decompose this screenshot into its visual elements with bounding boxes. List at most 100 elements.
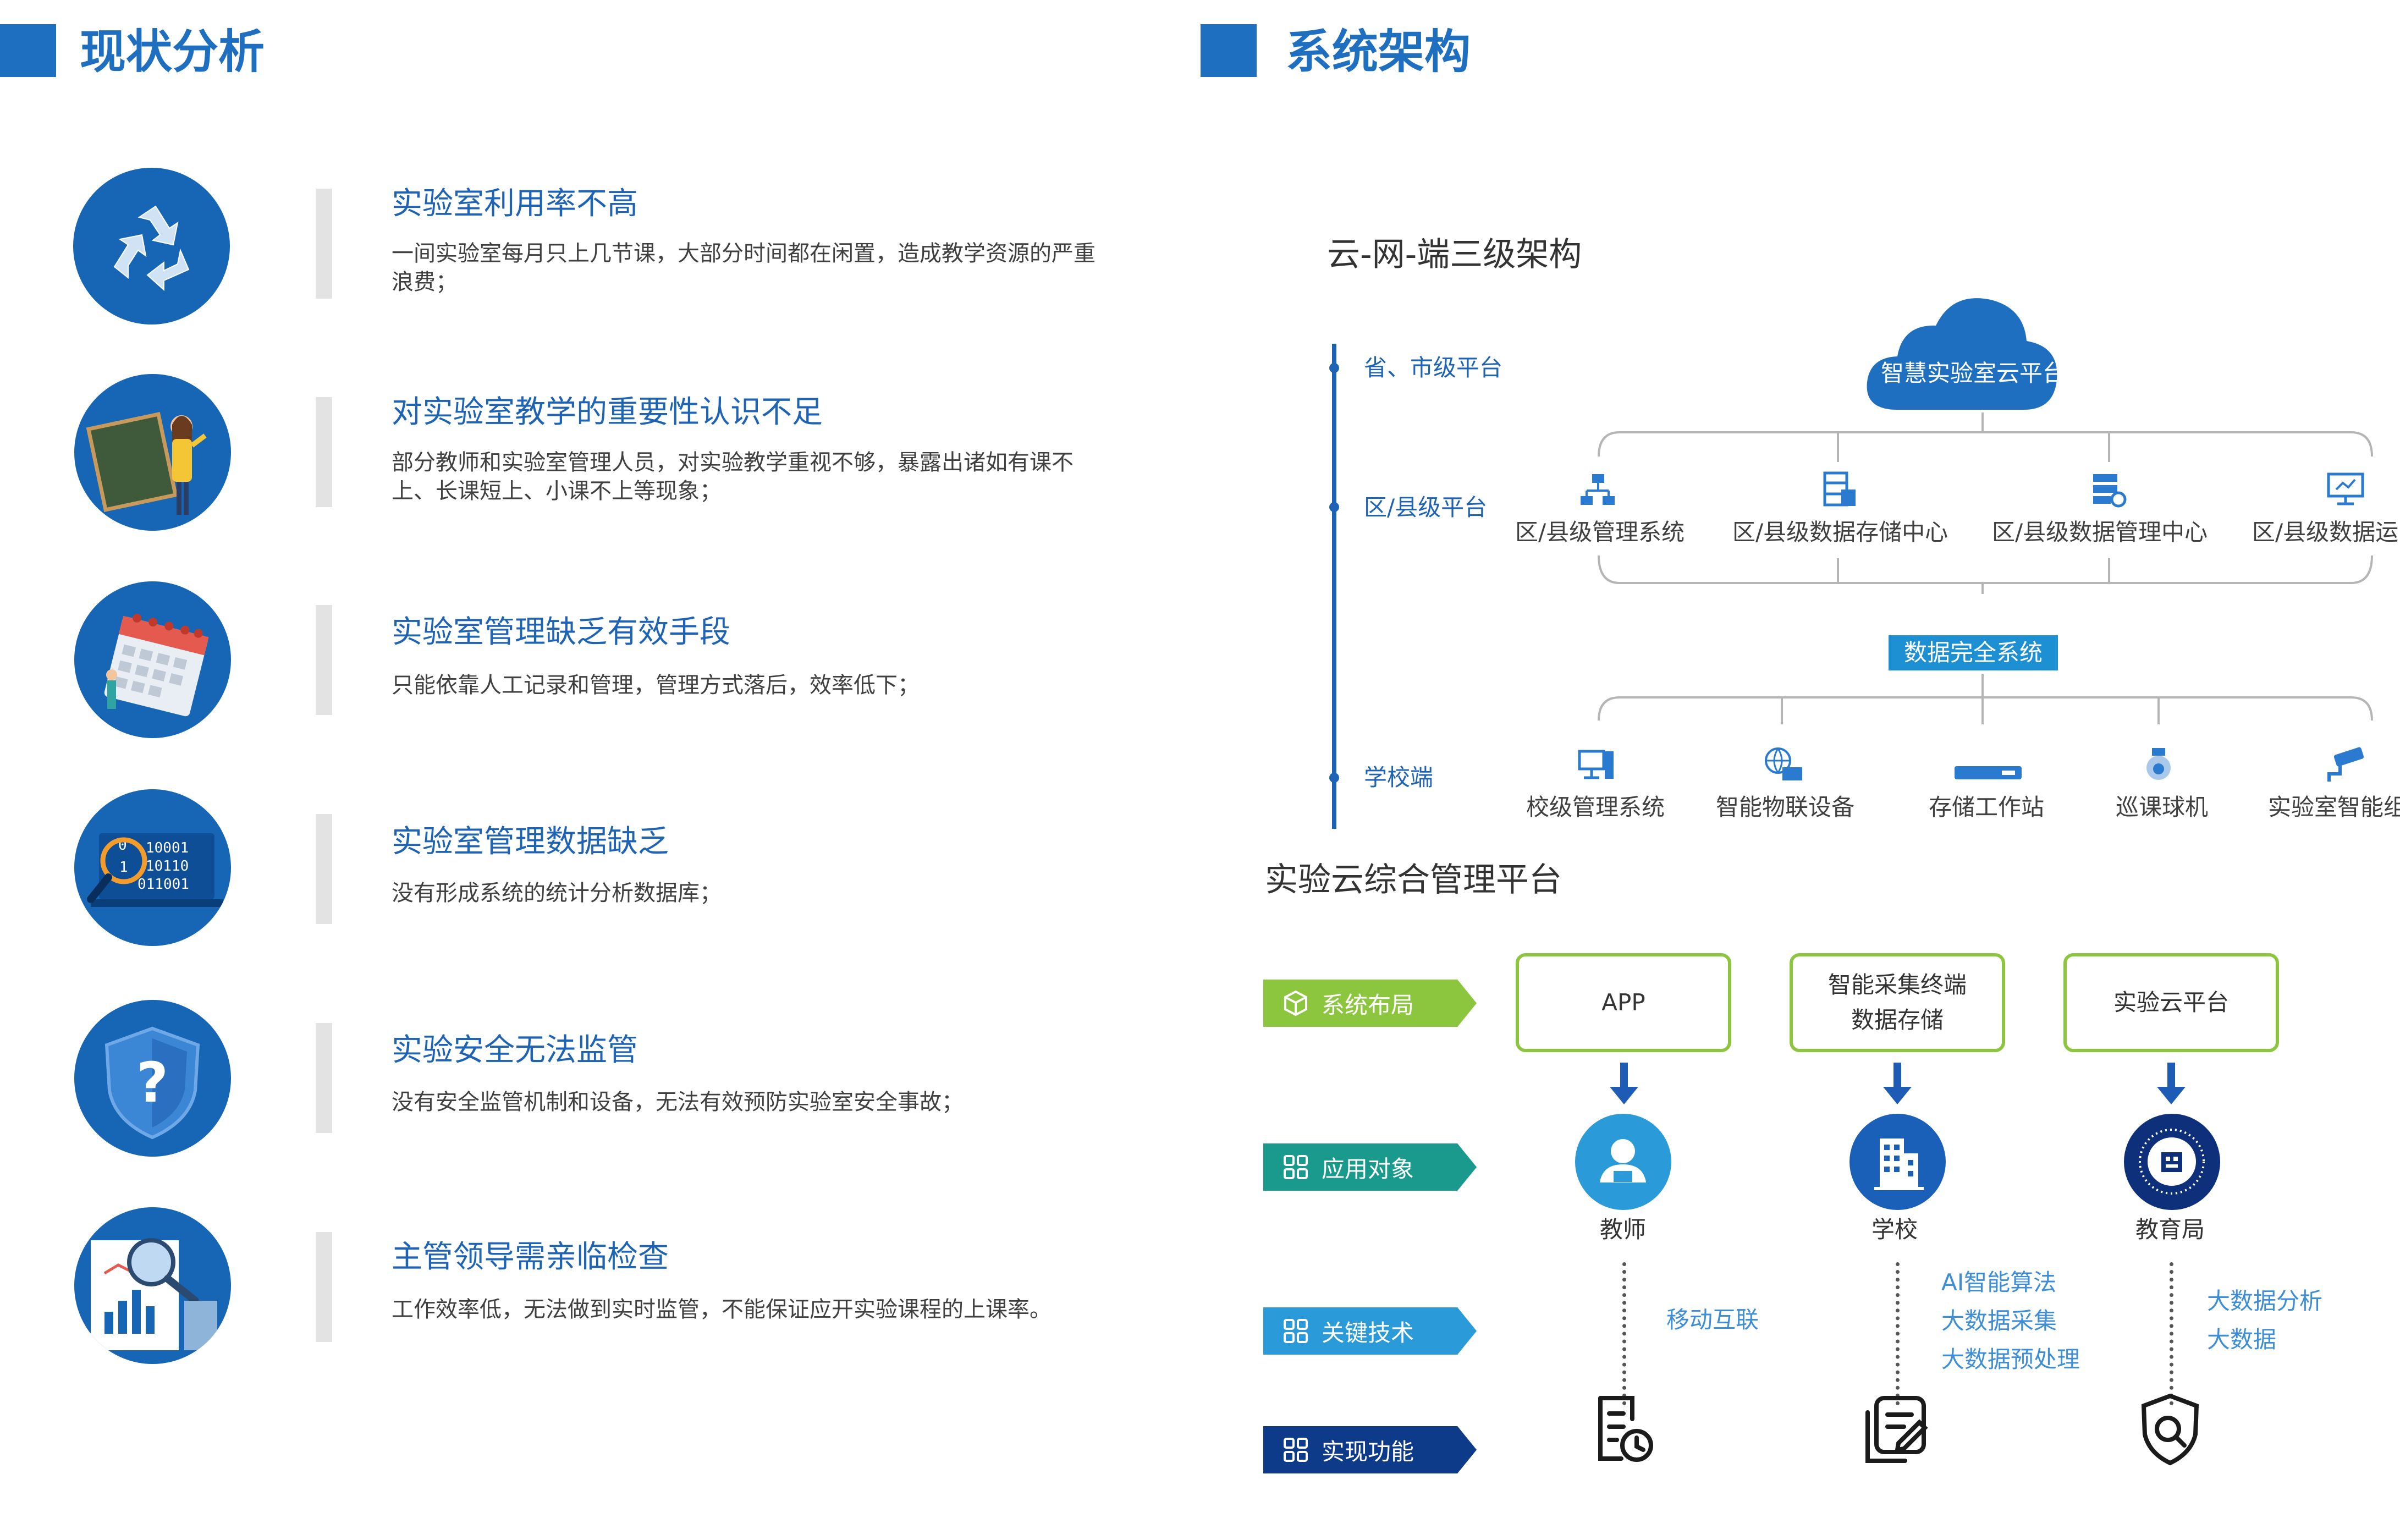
layout-box-line: 实验云平台 [2113, 989, 2229, 1016]
issue-title: 主管领导需亲临检查 [392, 1239, 669, 1275]
row-tag-label: 应用对象 [1322, 1155, 1414, 1182]
entity-label: 学校 [1871, 1216, 1918, 1243]
cloud-label: 智慧实验室云平台 [1881, 360, 2066, 387]
issue-desc: 没有安全监管机制和设备，无法有效预防实验室安全事故； [392, 1090, 964, 1115]
down-arrow-icon [1883, 1063, 1912, 1104]
tier-dot [1329, 363, 1339, 373]
down-arrow-icon [1610, 1063, 1638, 1104]
issue-desc: 工作效率低，无法做到实时监管，不能保证应开实验课程的上课率。 [392, 1297, 1052, 1322]
section-title: 系统架构 [1286, 25, 1471, 79]
document-edit-icon [1865, 1396, 1928, 1463]
grid-icon [1284, 1319, 1308, 1343]
binary-mark: 1 [119, 859, 128, 876]
security-badge: 数据完全系统 [1889, 635, 2058, 670]
issue-divider [316, 1023, 332, 1133]
school-node: 校级管理系统 [1526, 794, 1665, 821]
entity-label: 教育局 [2135, 1216, 2205, 1243]
issue-desc: 没有形成系统的统计分析数据库； [392, 881, 722, 906]
education-bureau-icon [2124, 1114, 2220, 1210]
school-node: 实验室智能组 [2268, 794, 2400, 821]
shield-question-icon: ? [74, 1000, 231, 1157]
tier-dot [1329, 773, 1339, 783]
dotted-connector [2170, 1262, 2173, 1405]
tier-line [1332, 344, 1336, 829]
tech-item: AI智能算法 [1941, 1269, 2057, 1296]
storage-workstation-icon [1955, 766, 2022, 779]
monitor-icon [2327, 472, 2364, 505]
tier-label: 区/县级平台 [1364, 494, 1488, 521]
district-node: 区/县级数据管理中心 [1992, 519, 2208, 546]
tech-item: 大数据 [2207, 1326, 2277, 1353]
teacher-icon [74, 374, 231, 531]
issue-desc: 一间实验室每月只上几节课，大部分时间都在闲置，造成教学资源的严重浪费； [392, 241, 1096, 295]
dotted-connector [1896, 1262, 1900, 1405]
binary-line: 011001 [137, 876, 189, 893]
issue-desc: 部分教师和实验室管理人员，对实验教学重视不够，暴露出诸如有课不上、长课短上、小课… [392, 450, 1074, 504]
row-tag-label: 关键技术 [1322, 1319, 1414, 1346]
section-marker [1201, 24, 1257, 77]
section-marker [0, 24, 56, 77]
arch-subtitle: 云-网-端三级架构 [1327, 235, 1582, 274]
issue-divider [316, 1232, 332, 1342]
tech-item: 移动互联 [1666, 1306, 1759, 1333]
tier-label: 省、市级平台 [1364, 354, 1503, 381]
tier-dot [1329, 502, 1339, 512]
shield-search-icon [2141, 1393, 2199, 1466]
school-node: 存储工作站 [1929, 794, 2045, 821]
down-arrow-icon [2157, 1063, 2186, 1104]
network-icon [1581, 474, 1615, 505]
row-tag-layout: 系统布局 [1263, 980, 1477, 1027]
district-node: 区/县级数据存储中心 [1732, 519, 1948, 546]
section-title: 现状分析 [80, 25, 265, 79]
report-inspection-icon [74, 1207, 231, 1364]
entity-label: 教师 [1600, 1216, 1647, 1243]
calendar-icon [74, 581, 231, 738]
tech-item: 大数据预处理 [1941, 1346, 2080, 1373]
server-settings-icon [2093, 474, 2127, 508]
school-node: 巡课球机 [2116, 794, 2209, 821]
tech-item: 大数据采集 [1941, 1307, 2057, 1334]
binary-line: 10001 [146, 840, 189, 856]
layout-box-line: APP [1601, 989, 1645, 1016]
cctv-camera-icon [2327, 747, 2364, 782]
dotted-connector [1622, 1262, 1626, 1405]
issue-divider [316, 397, 332, 507]
issue-title: 实验室管理数据缺乏 [392, 824, 669, 860]
document-clock-icon [1598, 1396, 1653, 1462]
teacher-user-icon [1575, 1114, 1671, 1210]
issue-desc: 只能依靠人工记录和管理，管理方式落后，效率低下； [392, 673, 920, 698]
tier-label: 学校端 [1364, 764, 1434, 791]
iot-device-icon [1765, 747, 1802, 780]
issue-title: 实验室管理缺乏有效手段 [392, 614, 730, 650]
school-building-icon [1849, 1114, 1946, 1210]
layout-box-terminal: 智能采集终端 数据存储 [1790, 953, 2005, 1052]
layout-box-line: 智能采集终端 [1827, 971, 1967, 998]
issue-divider [316, 814, 332, 924]
issue-title: 实验室利用率不高 [392, 186, 638, 222]
storage-icon [1823, 471, 1856, 507]
school-connectors [1598, 674, 2373, 724]
row-tag-function: 实现功能 [1263, 1426, 1477, 1473]
row-tag-target: 应用对象 [1263, 1143, 1477, 1191]
tech-item: 大数据分析 [2207, 1288, 2323, 1314]
school-node: 智能物联设备 [1716, 794, 1855, 821]
computer-icon [1578, 750, 1614, 779]
grid-icon [1284, 1155, 1308, 1179]
layout-box-app: APP [1516, 953, 1731, 1052]
district-node: 区/县级管理系统 [1515, 519, 1685, 546]
cloud-icon [1867, 298, 2057, 410]
issue-divider [316, 189, 332, 299]
district-node: 区/县级数据运 [2252, 519, 2399, 546]
recycle-icon [73, 168, 230, 324]
dome-camera-icon [2146, 748, 2171, 780]
layout-box-line: 数据存储 [1851, 1007, 1944, 1033]
issue-title: 实验安全无法监管 [392, 1032, 638, 1068]
row-tag-label: 系统布局 [1322, 991, 1414, 1019]
issue-divider [316, 605, 332, 715]
row-tag-label: 实现功能 [1322, 1438, 1414, 1465]
district-connectors [1598, 413, 2373, 594]
binary-magnifier-icon: 10001 10110 011001 0 1 [74, 789, 231, 946]
platform-title: 实验云综合管理平台 [1265, 861, 1562, 899]
cube-icon [1284, 990, 1307, 1016]
question-mark: ? [136, 1050, 168, 1115]
